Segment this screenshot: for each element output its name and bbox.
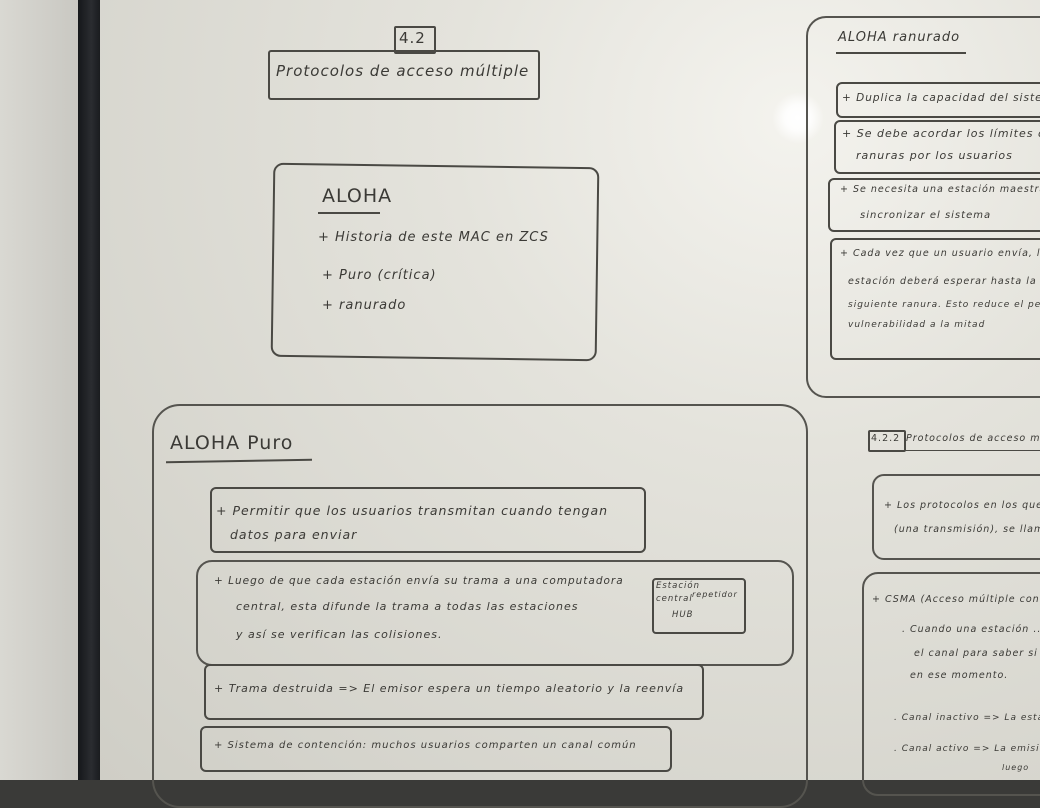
- puro-point-3: + Trama destruida => El emisor espera un…: [214, 682, 685, 695]
- csma-line2: . Cuando una estación ...: [902, 624, 1040, 635]
- csma-line4: en ese momento.: [910, 670, 1009, 681]
- csma-line7: luego: [1002, 763, 1030, 772]
- ranurado-panel: [806, 16, 1040, 398]
- puro-point-3-box: [204, 664, 704, 720]
- whiteboard: [100, 0, 1040, 780]
- puro-point-2-line1: + Luego de que cada estación envía su tr…: [214, 575, 624, 587]
- csma-line6: . Canal activo => La emisión ...: [894, 744, 1040, 754]
- side-note-box: [652, 578, 746, 634]
- light-glare: [772, 92, 824, 144]
- puro-point-1-box: [210, 487, 646, 553]
- csma-line3: el canal para saber si ...: [914, 648, 1040, 659]
- puro-point-2-line2: central, esta difunde la trama a todas l…: [236, 600, 579, 613]
- subsection-point-1-box: [872, 474, 1040, 560]
- subsection-title-underline: [904, 450, 1040, 451]
- ranurado-underline: [836, 52, 966, 54]
- ranurado-point-2-line1: + Se debe acordar los límites de las: [842, 127, 1040, 140]
- csma-line1: + CSMA (Acceso múltiple con ...: [872, 594, 1040, 605]
- ranurado-point-2-box: [834, 120, 1040, 174]
- puro-point-4: + Sistema de contención: muchos usuarios…: [214, 740, 637, 751]
- aloha-puro-heading: ALOHA Puro: [170, 432, 294, 454]
- side-note-line1: Estación: [656, 581, 700, 591]
- aloha-item-3: + ranurado: [322, 298, 407, 313]
- ranurado-point-4-box: [830, 238, 1040, 360]
- subsection-number-box: [868, 430, 906, 452]
- subsection-title: Protocolos de acceso múltiple: [906, 433, 1040, 444]
- ranurado-point-2-line2: ranuras por los usuarios: [856, 149, 1013, 162]
- puro-point-2-line3: y así se verifican las colisiones.: [236, 628, 443, 641]
- aloha-box: [270, 162, 600, 362]
- puro-point-1-line2: datos para enviar: [230, 527, 358, 542]
- subsection-point-1-line1: + Los protocolos en los que ...: [884, 500, 1040, 511]
- ranurado-point-1-box: [836, 82, 1040, 118]
- ranurado-point-3-line2: sincronizar el sistema: [860, 210, 992, 221]
- ranurado-point-3-line1: + Se necesita una estación maestra para: [840, 184, 1040, 195]
- ranurado-point-1: + Duplica la capacidad del sistema: [842, 92, 1040, 104]
- subsection-point-1-line2: (una transmisión), se llaman ...: [894, 524, 1040, 535]
- whiteboard-frame: [78, 0, 100, 780]
- wall: [0, 0, 78, 780]
- aloha-item-2: + Puro (crítica): [322, 268, 437, 283]
- section-number-box: [394, 26, 436, 54]
- section-title: Protocolos de acceso múltiple: [276, 62, 530, 80]
- side-note-line2: central: [656, 594, 693, 604]
- section-number: 4.2: [399, 29, 426, 47]
- side-note-line3: HUB: [672, 610, 694, 620]
- ranurado-point-4-line4: vulnerabilidad a la mitad: [848, 320, 986, 330]
- ranurado-point-4-line2: estación deberá esperar hasta la: [848, 276, 1037, 287]
- section-title-box: [268, 50, 540, 100]
- puro-point-1-line1: + Permitir que los usuarios transmitan c…: [216, 503, 609, 518]
- subsection-number: 4.2.2: [871, 433, 901, 444]
- puro-point-4-box: [200, 726, 672, 772]
- csma-line5: . Canal inactivo => La estación ...: [894, 713, 1040, 723]
- aloha-heading: ALOHA: [322, 185, 393, 207]
- ranurado-point-4-line3: siguiente ranura. Esto reduce el periodo…: [848, 300, 1040, 310]
- ranurado-point-4-line1: + Cada vez que un usuario envía, la: [840, 248, 1040, 259]
- side-note-extra: repetidor: [692, 590, 738, 599]
- ranurado-point-3-box: [828, 178, 1040, 232]
- ranurado-heading: ALOHA ranurado: [838, 30, 961, 45]
- aloha-heading-underline: [318, 212, 380, 214]
- aloha-item-1: + Historia de este MAC en ZCS: [318, 230, 549, 245]
